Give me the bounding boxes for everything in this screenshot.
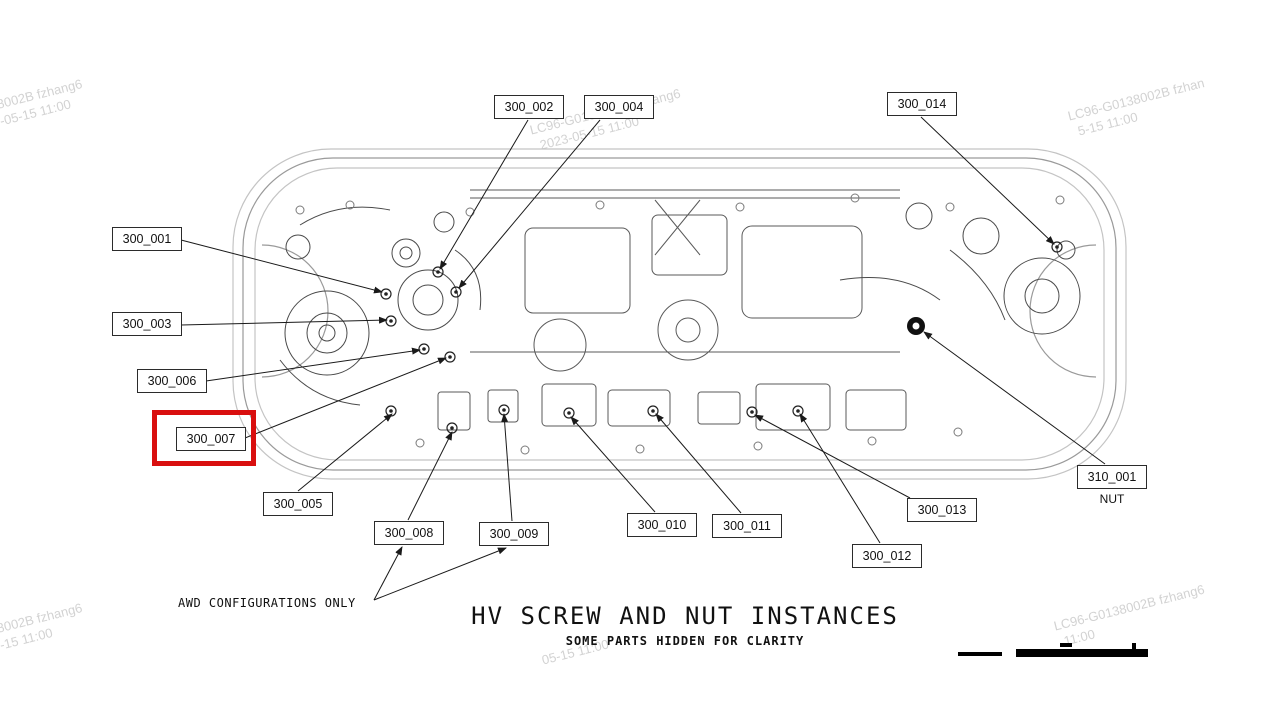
target-highlight-box — [152, 410, 256, 466]
callout-300_009[interactable]: 300_009 — [479, 522, 549, 546]
callout-300_013[interactable]: 300_013 — [907, 498, 977, 522]
callout-310_001[interactable]: 310_001 — [1077, 465, 1147, 489]
callout-300_011[interactable]: 300_011 — [712, 514, 782, 538]
callout-300_003[interactable]: 300_003 — [112, 312, 182, 336]
callout-310_001-sublabel: NUT — [1099, 492, 1125, 506]
callout-300_001[interactable]: 300_001 — [112, 227, 182, 251]
drawing-subtitle: SOME PARTS HIDDEN FOR CLARITY — [565, 634, 805, 648]
drawing-title: HV SCREW AND NUT INSTANCES — [471, 602, 899, 630]
screw-markers — [380, 241, 1063, 434]
callout-300_014[interactable]: 300_014 — [887, 92, 957, 116]
callout-300_012[interactable]: 300_012 — [852, 544, 922, 568]
nut-marker — [907, 317, 925, 335]
callout-300_005[interactable]: 300_005 — [263, 492, 333, 516]
callout-300_007[interactable]: 300_007 — [176, 427, 246, 451]
callout-300_004[interactable]: 300_004 — [584, 95, 654, 119]
callout-300_006[interactable]: 300_006 — [137, 369, 207, 393]
callout-300_002[interactable]: 300_002 — [494, 95, 564, 119]
title-block-fragment — [958, 643, 1148, 657]
callout-300_008[interactable]: 300_008 — [374, 521, 444, 545]
callout-300_010[interactable]: 300_010 — [627, 513, 697, 537]
awd-configurations-note: AWD CONFIGURATIONS ONLY — [178, 596, 356, 610]
